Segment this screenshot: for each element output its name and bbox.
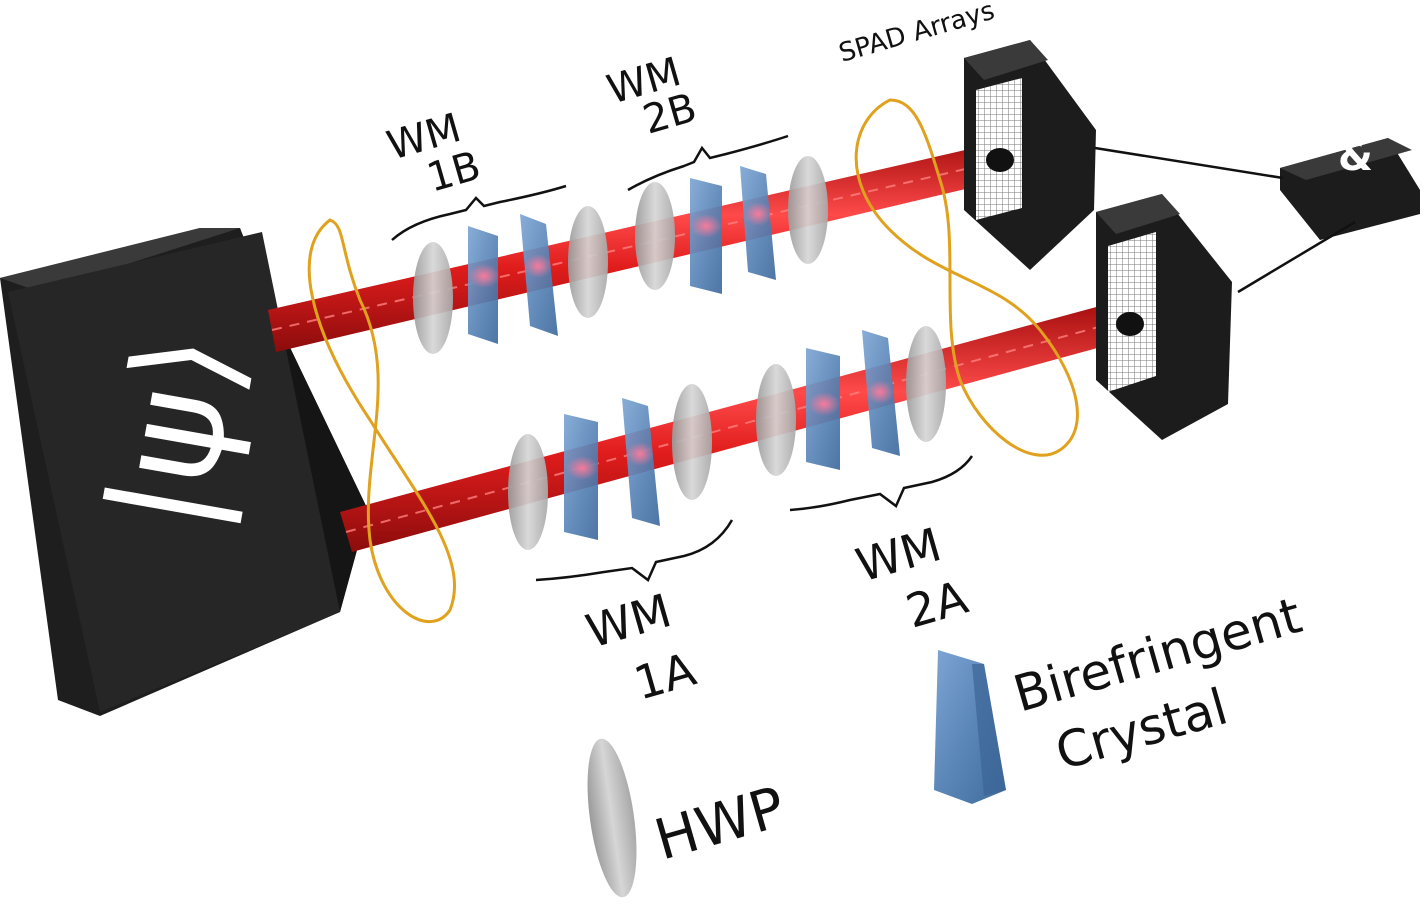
wm2a-optics bbox=[756, 326, 946, 476]
hwp-plate bbox=[672, 384, 712, 500]
hwp-plate bbox=[413, 242, 453, 354]
hwp-plate bbox=[756, 364, 796, 476]
hwp-plate bbox=[635, 182, 675, 290]
wm1a-brace bbox=[535, 519, 734, 582]
wm2a-brace bbox=[789, 455, 974, 512]
hwp-plate bbox=[508, 434, 548, 550]
wm2b-optics bbox=[635, 156, 828, 294]
legend-hwp bbox=[587, 738, 637, 898]
hwp-plate bbox=[788, 156, 828, 264]
hwp-plate bbox=[568, 206, 608, 318]
coincidence-label: & bbox=[1338, 134, 1373, 180]
spad-detector-lower bbox=[1096, 194, 1232, 440]
coincidence-box bbox=[1280, 138, 1420, 240]
legend-hwp-swatch bbox=[587, 738, 637, 898]
polarization-curve-left bbox=[307, 218, 456, 623]
wm2b-brace bbox=[627, 134, 789, 192]
wm1a-label-line1: WM bbox=[580, 583, 677, 658]
wm1a-label-line2: 1A bbox=[628, 642, 702, 711]
legend-crystal bbox=[934, 650, 1006, 804]
source-symbol: |ψ⟩ bbox=[78, 321, 272, 540]
legend-hwp-label: HWP bbox=[648, 775, 792, 874]
wm2a-label-line2: 2A bbox=[900, 570, 974, 639]
cable-lower bbox=[1237, 220, 1356, 294]
cable-upper bbox=[1094, 146, 1284, 180]
spad-detector-upper bbox=[964, 40, 1096, 270]
wm1b-optics bbox=[413, 206, 608, 354]
wm1b-brace bbox=[391, 184, 567, 241]
wm1a-optics bbox=[508, 384, 712, 550]
polarization-curve-right bbox=[854, 98, 1079, 457]
beam-lower bbox=[340, 306, 1112, 552]
hwp-plate bbox=[906, 326, 946, 442]
